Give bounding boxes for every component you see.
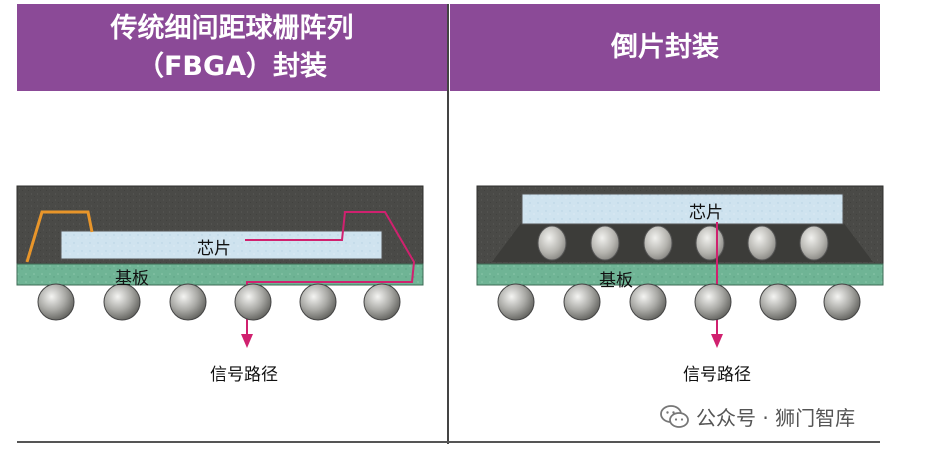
flip-chip-underfill xyxy=(492,222,873,262)
flip-chip-signal-arrowhead xyxy=(711,334,723,348)
header-fbga: 传统细间距球栅阵列 （FBGA）封装 xyxy=(17,4,447,91)
flip-chip-solder-ball xyxy=(629,283,667,321)
fbga-substrate-label: 基板 xyxy=(115,269,149,289)
flip-chip-solder-ball xyxy=(823,283,861,321)
header-fbga-line2: （FBGA）封装 xyxy=(136,50,328,82)
flip-chip-package xyxy=(476,185,884,348)
flip-chip-chip-label: 芯片 xyxy=(689,203,723,223)
flip-chip-bump xyxy=(695,225,725,261)
header-flip-chip-title: 倒片封装 xyxy=(611,31,719,63)
header-fbga-line1: 传统细间距球栅阵列 xyxy=(110,12,354,44)
flip-chip-solder-ball xyxy=(759,283,797,321)
fbga-bond-wire xyxy=(25,210,94,263)
fbga-solder-ball xyxy=(299,283,337,321)
fbga-solder-ball xyxy=(37,283,75,321)
column-divider xyxy=(447,4,449,444)
flip-chip-bump xyxy=(590,225,620,261)
flip-chip-bump xyxy=(537,225,567,261)
fbga-signal-arrowhead xyxy=(241,334,253,348)
header-flip-chip: 倒片封装 xyxy=(450,4,880,91)
watermark: 公众号 · 狮门智库 xyxy=(660,402,855,431)
fbga-solder-ball xyxy=(234,283,272,321)
flip-chip-substrate xyxy=(476,263,884,286)
fbga-chip-label: 芯片 xyxy=(197,239,231,259)
watermark-text: 公众号 · 狮门智库 xyxy=(696,406,856,430)
fbga-solder-ball xyxy=(169,283,207,321)
fbga-substrate xyxy=(16,263,424,286)
flip-chip-solder-ball xyxy=(694,283,732,321)
fbga-signal-label: 信号路径 xyxy=(210,365,278,385)
flip-chip-chip xyxy=(521,193,844,225)
fbga-signal-path xyxy=(245,211,416,336)
fbga-solder-ball xyxy=(363,283,401,321)
fbga-solder-ball xyxy=(103,283,141,321)
flip-chip-bump xyxy=(643,225,673,261)
flip-chip-solder-ball xyxy=(563,283,601,321)
fbga-package xyxy=(16,185,424,348)
flip-chip-substrate-label: 基板 xyxy=(599,271,633,291)
fbga-chip xyxy=(60,230,383,260)
flip-chip-bump xyxy=(747,225,777,261)
wechat-icon xyxy=(660,404,689,428)
flip-chip-solder-ball xyxy=(497,283,535,321)
flip-chip-signal-label: 信号路径 xyxy=(683,365,751,385)
bottom-rule xyxy=(17,441,880,443)
flip-chip-bump xyxy=(799,225,829,261)
